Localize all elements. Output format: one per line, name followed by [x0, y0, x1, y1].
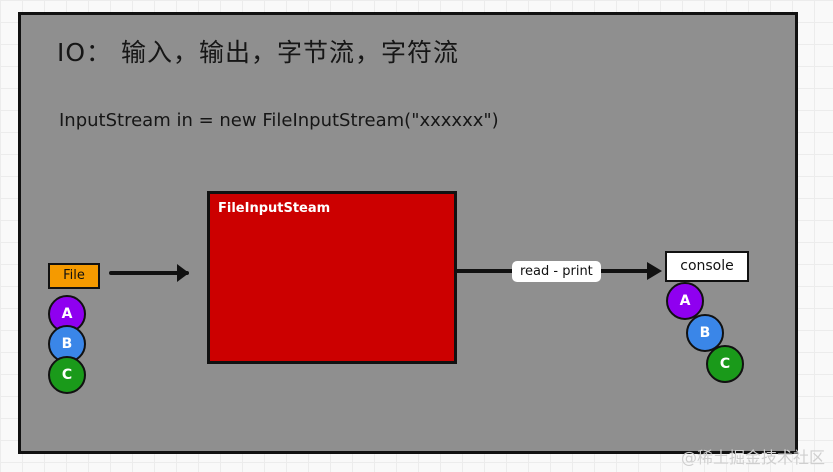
watermark: @稀土掘金技术社区	[680, 448, 825, 467]
file-node: File	[48, 263, 100, 289]
console-node: console	[665, 251, 749, 282]
output-item-b: B	[686, 314, 724, 352]
arrow-file-to-stream	[109, 264, 189, 282]
input-item-b: B	[48, 325, 86, 363]
input-item-c: C	[48, 356, 86, 394]
output-item-c: C	[706, 345, 744, 383]
stream-node-label: FileInputSteam	[218, 201, 331, 216]
diagram-title: IO： 输入，输出，字节流，字符流	[57, 38, 459, 67]
code-snippet: InputStream in = new FileInputStream("xx…	[59, 110, 499, 131]
diagram-canvas: IO： 输入，输出，字节流，字符流 InputStream in = new F…	[18, 12, 798, 454]
file-input-stream-node: FileInputSteam	[207, 191, 457, 364]
output-item-a: A	[666, 282, 704, 320]
edge-label-read-print: read - print	[512, 261, 601, 282]
